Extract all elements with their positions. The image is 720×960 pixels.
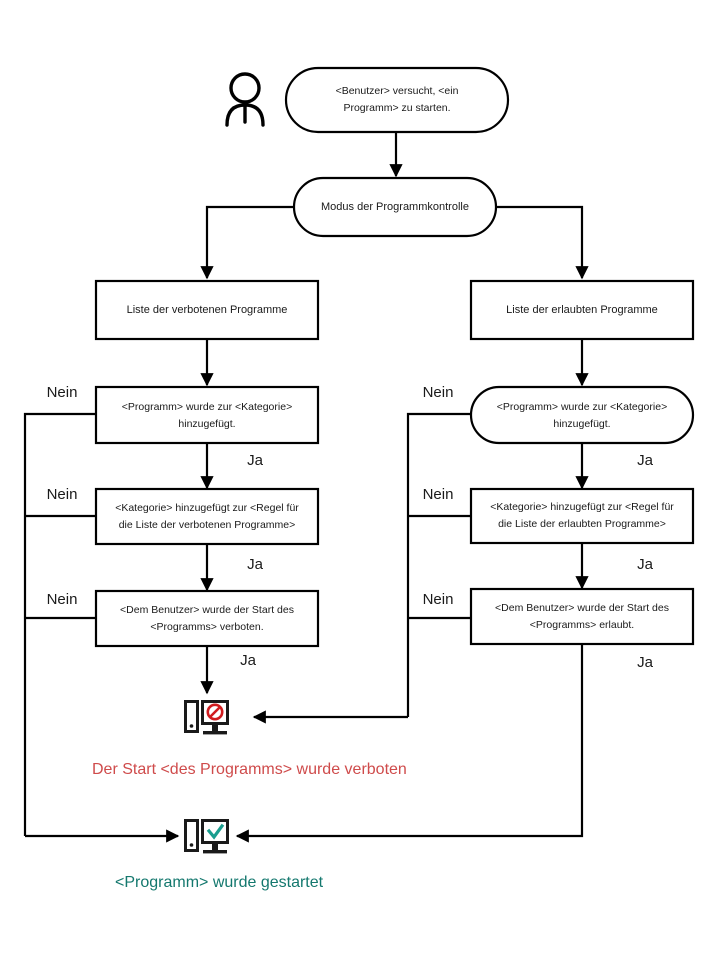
- user-actor-icon: [225, 72, 265, 127]
- node-allowlist: Liste der erlaubten Programme: [469, 279, 695, 341]
- edge-mode-to-denylist: [200, 205, 295, 280]
- node-right-category: <Programm> wurde zur <Kategorie> hinzuge…: [469, 385, 695, 445]
- edge-mode-to-allowlist: [496, 205, 589, 280]
- node-right-user-line1: <Dem Benutzer> wurde der Start des: [495, 602, 669, 614]
- edge-label-left-nein-2: Nein: [47, 486, 78, 503]
- edge-label-right-ja-1: Ja: [637, 452, 654, 469]
- edge-label-right-nein-1: Nein: [423, 384, 454, 401]
- node-right-user-line2: <Programms> erlaubt.: [530, 619, 634, 631]
- node-right-rule-line2: die Liste der erlaubten Programme>: [498, 518, 666, 530]
- node-right-rule-line1: <Kategorie> hinzugefügt zur <Regel für: [490, 501, 674, 513]
- edge-label-left-ja-3: Ja: [240, 652, 257, 669]
- node-left-category-line2: hinzugefügt.: [178, 418, 235, 430]
- edge-label-right-ja-2: Ja: [637, 556, 654, 573]
- edge-label-left-nein-3: Nein: [47, 591, 78, 608]
- allowed-caption: <Programm> wurde gestartet: [115, 874, 324, 891]
- node-left-rule-line2: die Liste der verbotenen Programme>: [119, 519, 296, 531]
- node-left-rule: <Kategorie> hinzugefügt zur <Regel für d…: [94, 487, 320, 546]
- node-start-line1: <Benutzer> versucht, <ein: [336, 85, 459, 97]
- monitor-allowed-icon: [184, 819, 229, 854]
- node-start: <Benutzer> versucht, <ein Programm> zu s…: [284, 66, 510, 134]
- node-denylist: Liste der verbotenen Programme: [94, 279, 320, 341]
- node-left-category-line1: <Programm> wurde zur <Kategorie>: [122, 401, 292, 413]
- edge-left-nein-1: [23, 412, 96, 836]
- edge-label-right-nein-3: Nein: [423, 591, 454, 608]
- edge-label-left-ja-1: Ja: [247, 452, 264, 469]
- denied-caption: Der Start <des Programms> wurde verboten: [92, 761, 407, 778]
- node-mode: Modus der Programmkontrolle: [292, 176, 498, 238]
- node-denylist-line1: Liste der verbotenen Programme: [127, 304, 288, 316]
- node-right-category-line1: <Programm> wurde zur <Kategorie>: [497, 401, 667, 413]
- node-allowlist-line1: Liste der erlaubten Programme: [506, 304, 658, 316]
- node-left-category: <Programm> wurde zur <Kategorie> hinzuge…: [94, 385, 320, 445]
- node-right-category-line2: hinzugefügt.: [553, 418, 610, 430]
- node-start-line2: Programm> zu starten.: [343, 102, 450, 114]
- edge-label-left-ja-2: Ja: [247, 556, 264, 573]
- node-right-rule: <Kategorie> hinzugefügt zur <Regel für d…: [469, 487, 695, 545]
- node-left-user: <Dem Benutzer> wurde der Start des <Prog…: [94, 589, 320, 648]
- edge-label-right-ja-3: Ja: [637, 654, 654, 671]
- monitor-denied-icon: [184, 700, 229, 735]
- edge-label-right-nein-2: Nein: [423, 486, 454, 503]
- node-mode-line1: Modus der Programmkontrolle: [321, 201, 469, 213]
- node-left-user-line1: <Dem Benutzer> wurde der Start des: [120, 604, 294, 616]
- edge-right-nein-1: [406, 412, 471, 717]
- edge-right-user-to-allowed-icon: [235, 644, 584, 843]
- node-right-user: <Dem Benutzer> wurde der Start des <Prog…: [469, 587, 695, 646]
- edge-label-left-nein-1: Nein: [47, 384, 78, 401]
- node-left-user-line2: <Programms> verboten.: [150, 621, 263, 633]
- node-left-rule-line1: <Kategorie> hinzugefügt zur <Regel für: [115, 502, 299, 514]
